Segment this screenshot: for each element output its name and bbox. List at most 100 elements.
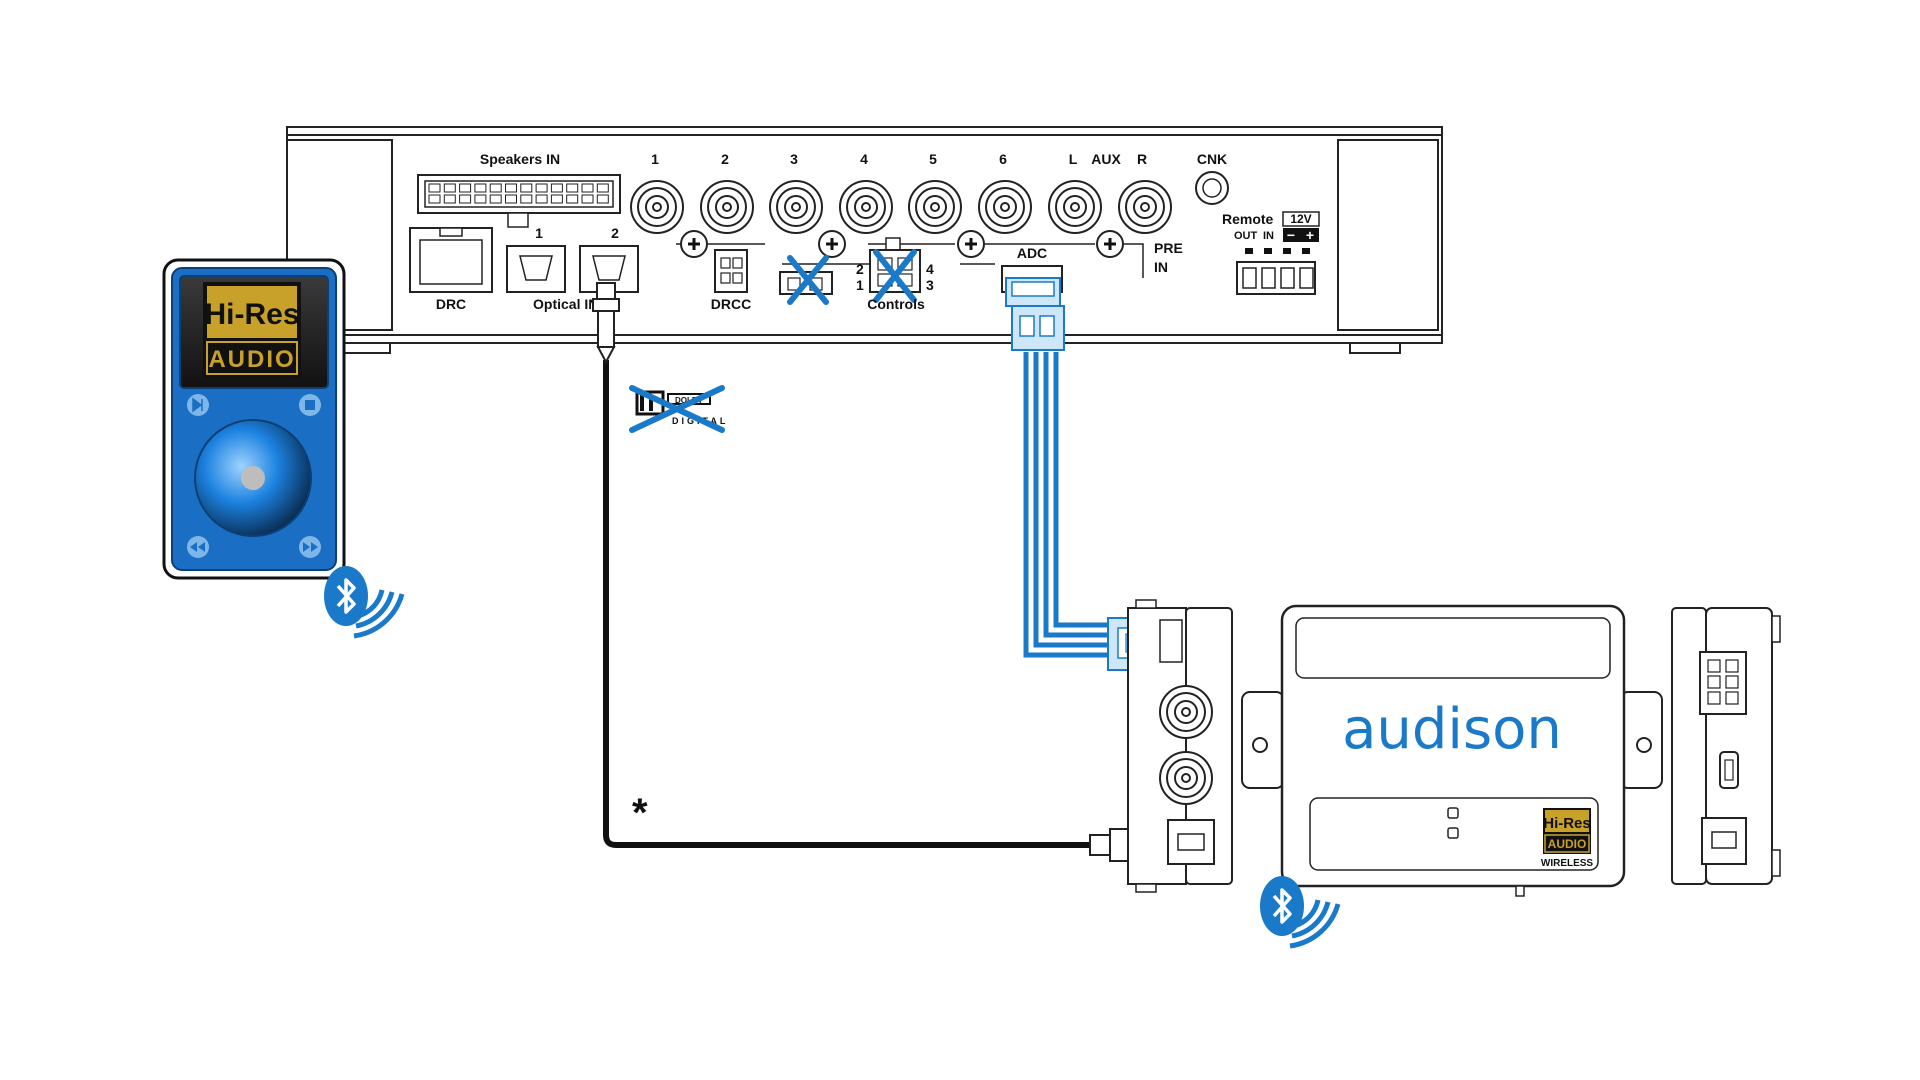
hires-audio-logo: Hi-Res AUDIO <box>203 282 301 378</box>
pre-in-label: IN <box>1154 259 1168 275</box>
polarity-plus-icon <box>679 229 709 259</box>
hires-logo-top: Hi-Res <box>204 298 299 331</box>
hires-logo-bottom: AUDIO <box>208 346 295 373</box>
controls-pin-3: 3 <box>926 277 934 293</box>
connector-pin <box>443 183 456 193</box>
connector-pin <box>581 194 594 204</box>
hires-wireless-logo: Hi-Res AUDIO WIRELESS <box>1541 808 1594 869</box>
pre-label: PRE <box>1154 240 1183 256</box>
connector-pin <box>474 194 487 204</box>
module-hires-bottom: WIRELESS <box>1541 858 1594 869</box>
controls-pin-4: 4 <box>926 261 934 277</box>
in-label: IN <box>1263 230 1274 242</box>
controls-pin-1: 1 <box>856 277 864 293</box>
speakers-in-connector <box>417 174 621 228</box>
connector-pin <box>520 194 533 204</box>
controls-pin-2: 2 <box>856 261 864 277</box>
channel-4-label: 4 <box>860 151 868 167</box>
connector-pin <box>520 183 533 193</box>
polarity-plus-icon <box>956 229 986 259</box>
optical-1-label: 1 <box>535 225 543 241</box>
channel-2-label: 2 <box>721 151 729 167</box>
connector-pin <box>596 194 609 204</box>
connector-pin <box>566 183 579 193</box>
bluetooth-icon <box>1260 876 1338 946</box>
connector-pin <box>459 194 472 204</box>
connector-pin <box>535 183 548 193</box>
polarity-plus-icon <box>1095 229 1125 259</box>
connector-pin <box>505 194 517 204</box>
connector-pin <box>505 183 517 193</box>
connector-pin <box>459 183 472 193</box>
rca-out-2-jack <box>700 180 754 234</box>
channel-5-label: 5 <box>929 151 937 167</box>
controls-label: Controls <box>867 296 925 312</box>
play-pause-icon[interactable] <box>187 394 209 416</box>
rca-aux-l-jack <box>1048 180 1102 234</box>
connector-pin <box>428 183 441 193</box>
remote-connector <box>1236 248 1316 295</box>
footnote-asterisk: * <box>632 791 648 835</box>
player-controls <box>187 394 321 558</box>
module-side-view <box>1671 607 1781 885</box>
optical-cable <box>592 282 1179 862</box>
rca-out-5-jack <box>908 180 962 234</box>
cnk-port <box>1195 171 1229 205</box>
optical-in-1-port <box>506 245 566 293</box>
channel-3-label: 3 <box>790 151 798 167</box>
unused-port-crossed <box>779 255 833 305</box>
connector-pin <box>428 194 441 204</box>
aux-l-label: L <box>1069 151 1078 167</box>
aux-label: AUX <box>1091 151 1121 167</box>
rca-out-3-jack <box>769 180 823 234</box>
audison-module <box>1241 604 1663 897</box>
stop-icon[interactable] <box>299 394 321 416</box>
minus-label: − <box>1287 227 1295 243</box>
connector-pin <box>550 194 563 204</box>
optical-in-label: Optical IN <box>533 296 598 312</box>
controls-port-crossed <box>869 237 921 303</box>
drc-label: DRC <box>436 296 466 312</box>
connector-pin <box>443 194 456 204</box>
v12-label: 12V <box>1290 212 1311 226</box>
rca-out-1-jack <box>630 180 684 234</box>
optical-2-label: 2 <box>611 225 619 241</box>
speakers-in-label: Speakers IN <box>480 151 560 167</box>
connector-pin <box>596 183 609 193</box>
connector-pin <box>550 183 563 193</box>
channel-6-label: 6 <box>999 151 1007 167</box>
blue-x-mark-icon <box>787 255 829 305</box>
dolby-digital-crossed-icon: DOLBY DIGITAL <box>629 385 725 433</box>
rca-out-6-jack <box>978 180 1032 234</box>
adc-plug <box>1005 277 1065 351</box>
polarity-plus-icon <box>817 229 847 259</box>
bluetooth-icon <box>324 566 402 636</box>
remote-label: Remote <box>1222 211 1274 227</box>
rca-aux-r-jack <box>1118 180 1172 234</box>
connector-pin <box>581 183 594 193</box>
audison-brand-logo: audison <box>1342 697 1562 762</box>
adapter-rca-l-jack <box>1159 685 1213 739</box>
adc-adapter-side-view <box>1127 599 1233 893</box>
module-power-connector <box>1699 651 1747 715</box>
cnk-label: CNK <box>1197 151 1227 167</box>
out-label: OUT <box>1234 230 1258 242</box>
center-button[interactable] <box>241 466 265 490</box>
aux-r-label: R <box>1137 151 1147 167</box>
module-hires-mid: AUDIO <box>1548 837 1587 851</box>
connector-pin <box>474 183 487 193</box>
adapter-rca-r-jack <box>1159 751 1213 805</box>
connector-pin <box>489 183 502 193</box>
plus-label: + <box>1306 227 1314 243</box>
rca-out-4-jack <box>839 180 893 234</box>
connector-pin <box>489 194 502 204</box>
adc-label: ADC <box>1017 245 1047 261</box>
drcc-label: DRCC <box>711 296 751 312</box>
rewind-icon[interactable] <box>187 536 209 558</box>
fast-forward-icon[interactable] <box>299 536 321 558</box>
channel-1-label: 1 <box>651 151 659 167</box>
drcc-port <box>714 249 748 293</box>
connector-pin <box>566 194 579 204</box>
adc-cable <box>1023 352 1110 658</box>
